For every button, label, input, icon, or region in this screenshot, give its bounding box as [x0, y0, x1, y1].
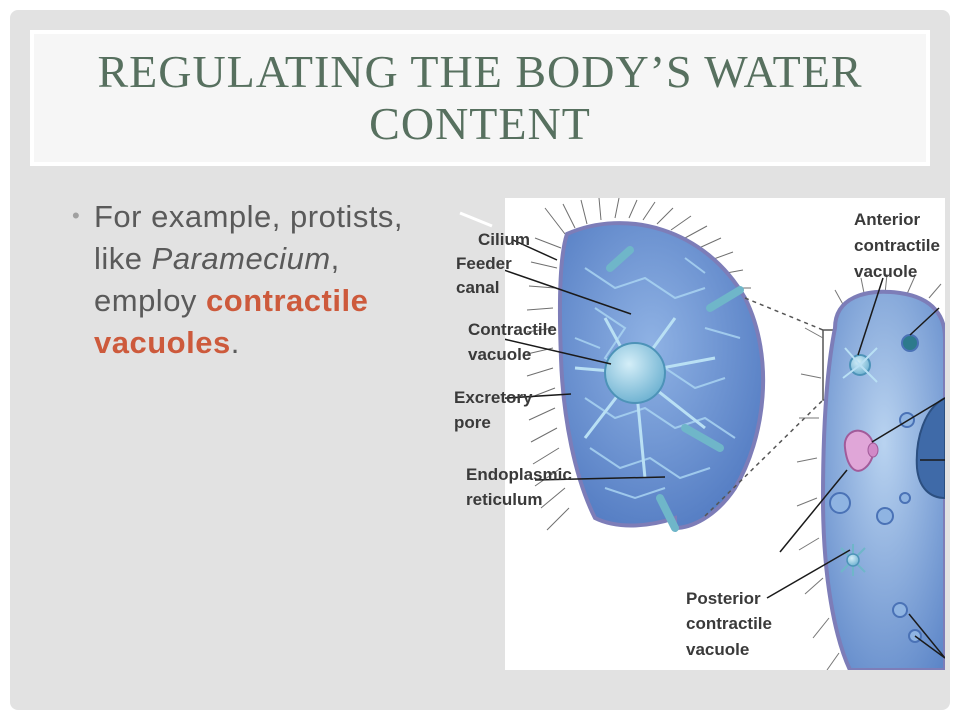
- feeder-canals: [574, 317, 716, 479]
- food-vacuoles: [829, 334, 922, 643]
- contractile-vacuole-magnified: [604, 342, 666, 404]
- label-feeder-canal-2: canal: [456, 278, 500, 297]
- label-anterior-2: contractile: [854, 236, 940, 255]
- label-excretory-pore-2: pore: [454, 413, 491, 432]
- bullet-text-3: , employ: [94, 241, 340, 318]
- bullet-text-accent: contractile vacuoles: [94, 283, 369, 360]
- label-excretory-pore-1: Excretory: [454, 388, 533, 407]
- label-cilium: Cilium: [478, 230, 530, 249]
- oral-groove: [915, 396, 945, 500]
- label-posterior-1: Posterior: [686, 589, 761, 608]
- paramecium-figure: [505, 198, 945, 670]
- label-anterior-3: vacuole: [854, 262, 918, 281]
- label-er-1: Endoplasmic: [466, 465, 572, 484]
- label-feeder-canal-1: Feeder: [456, 254, 512, 273]
- bullet-text-1: For example, protists, like: [94, 199, 404, 276]
- title-band: REGULATING THE BODY’S WATER CONTENT: [30, 30, 930, 166]
- body-cilia: [796, 273, 942, 670]
- bullet-list: For example, protists, like Paramecium, …: [72, 195, 432, 364]
- label-anterior-1: Anterior: [854, 210, 921, 229]
- trichocysts: [606, 246, 744, 532]
- label-contractile-vacuole-1: Contractile: [468, 320, 557, 339]
- bullet-text-italic: Paramecium: [151, 241, 331, 276]
- slide-title: REGULATING THE BODY’S WATER CONTENT: [97, 46, 863, 149]
- leader-lines: [505, 239, 945, 659]
- bullet-text-5: .: [230, 325, 240, 360]
- label-posterior-3: vacuole: [686, 640, 750, 659]
- cilia-fringe: [526, 198, 751, 531]
- bullet-item: For example, protists, like Paramecium, …: [72, 195, 432, 364]
- label-er-2: reticulum: [466, 490, 543, 509]
- paramecium-illustration: [505, 198, 945, 670]
- label-contractile-vacuole-2: vacuole: [468, 345, 532, 364]
- label-posterior-2: contractile: [686, 614, 772, 633]
